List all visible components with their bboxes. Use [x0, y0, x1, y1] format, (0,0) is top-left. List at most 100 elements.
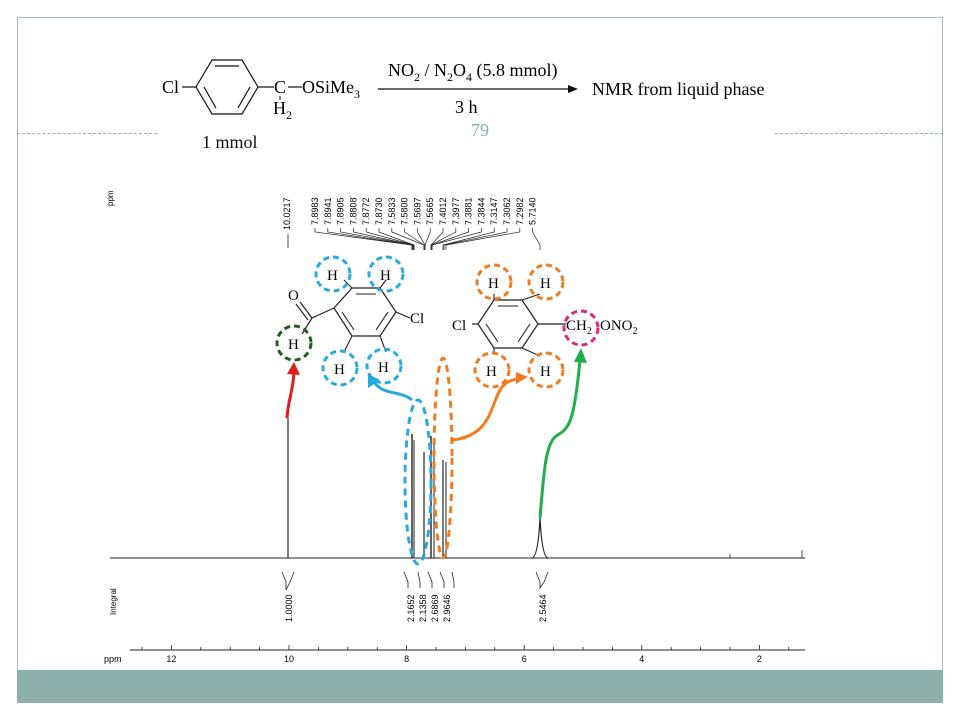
axis-tick-2: 2 — [757, 654, 762, 664]
spectrum-ppm-label: ppm — [106, 190, 115, 206]
peak-label-7-3844: 7.3844 — [476, 197, 486, 225]
axis-tick-8: 8 — [404, 654, 409, 664]
nitrate-h-circle-3 — [473, 351, 511, 389]
header-rule-left — [17, 133, 157, 134]
integral-value: 2.1652 — [406, 594, 416, 622]
reactant-amount: 1 mmol — [202, 132, 258, 152]
arrow-green — [538, 359, 582, 519]
peak-label-7-8941: 7.8941 — [323, 197, 333, 225]
ppm-axis-label: ppm — [104, 654, 122, 664]
axis-tick-4: 4 — [639, 654, 644, 664]
aromatic-h-circle-3 — [321, 349, 359, 387]
aromatic-h-circle-2 — [367, 255, 405, 293]
arrow-aldehyde — [285, 371, 296, 419]
peak-label-7-8730: 7.8730 — [374, 197, 384, 225]
blue-peak-highlight — [403, 398, 433, 566]
peak-label-7-3062: 7.3062 — [502, 197, 512, 225]
peak-leader-line — [327, 228, 413, 250]
peak-label-7-3977: 7.3977 — [451, 197, 461, 225]
axis-tick-12: 12 — [166, 654, 176, 664]
integral-value: 2.6869 — [430, 594, 440, 622]
reactant-osime-label: OSiMe3 — [302, 77, 360, 101]
integral-value: 2.9646 — [442, 594, 452, 622]
integral-brackets — [281, 571, 549, 591]
nitrate-h-circle-4 — [527, 351, 565, 389]
reactant-cl-label: Cl — [162, 77, 179, 97]
integral-label: Integral — [109, 588, 118, 615]
peak-leader-line — [424, 228, 431, 250]
aldehyde-structure: Cl O H H H H H — [275, 255, 424, 387]
peak-leader-lines — [314, 228, 541, 250]
peak-label-5-7140: 5.7140 — [528, 197, 538, 225]
nitrate-h-circle-1 — [475, 263, 513, 301]
aromatic-h-circle-4 — [365, 347, 403, 385]
peak-leader-line — [430, 228, 444, 250]
aromatic-h-label-4: H — [378, 360, 389, 376]
peak-leader-line — [340, 228, 414, 250]
peak-label-7-4012: 7.4012 — [438, 197, 448, 225]
nitrate-structure: Cl CH2 ONO2 H H H H — [452, 263, 638, 389]
peak-leader-line — [353, 228, 414, 250]
peak-label-7-8983: 7.8983 — [310, 197, 320, 225]
peak-leader-line — [431, 228, 469, 250]
peak-ch2 — [531, 517, 549, 559]
integral-value: 2.1358 — [418, 594, 428, 622]
footer-bar — [17, 670, 943, 703]
product-label: NMR from liquid phase — [592, 79, 765, 99]
reactant-h2-label: H2 — [273, 98, 292, 122]
peak-label-7-3881: 7.3881 — [464, 197, 474, 225]
nitrate-h-label-4: H — [540, 364, 551, 380]
peak-leader-line — [443, 228, 508, 250]
peak-label-7-5800: 7.5800 — [400, 197, 410, 225]
nitrate-ono2: ONO2 — [600, 318, 638, 337]
aromatic-h-label-2: H — [380, 268, 391, 284]
axis-tick-6: 6 — [522, 654, 527, 664]
aldehyde-h-label: H — [288, 337, 299, 353]
peak-leader-line — [532, 228, 541, 250]
integral-value: 1.0000 — [284, 594, 294, 622]
peak-label-10-0217: 10.0217 — [282, 197, 292, 230]
aromatic-h-circle-1 — [314, 255, 352, 293]
peak-leader-line — [378, 228, 415, 250]
reagent-label: NO2 / N2O4 (5.8 mmol) — [388, 60, 558, 84]
peak-leader-line — [391, 228, 425, 250]
nitrate-ch2: CH2 — [566, 318, 592, 337]
ppm-axis-ticks: 12 10 8 6 4 2 — [141, 645, 790, 664]
peak-leader-line — [430, 228, 457, 250]
peak-label-7-8905: 7.8905 — [336, 197, 346, 225]
reaction-time: 3 h — [455, 97, 478, 117]
peak-leader-line — [442, 228, 495, 250]
reactant-c-label: C — [274, 77, 286, 97]
nitrate-h-label-2: H — [540, 276, 551, 292]
aldehyde-cl: Cl — [410, 311, 424, 327]
peak-label-7-8772: 7.8772 — [361, 197, 371, 225]
peak-leader-line — [404, 228, 425, 250]
axis-tick-10: 10 — [284, 654, 294, 664]
peak-label-7-5697: 7.5697 — [412, 197, 422, 225]
aromatic-h-label-3: H — [334, 362, 345, 378]
peak-label-7-8808: 7.8808 — [348, 197, 358, 225]
page-number: 79 — [471, 120, 489, 140]
arrow-orange — [451, 376, 521, 442]
aldehyde-h-circle — [275, 324, 313, 362]
peak-leader-line — [431, 228, 482, 250]
peak-label-7-5833: 7.5833 — [387, 197, 397, 225]
arrow-blue — [372, 381, 413, 402]
peak-leader-line — [445, 228, 521, 250]
nitrate-h-circle-2 — [527, 263, 565, 301]
nitrate-h-label-3: H — [486, 364, 497, 380]
orange-peak-highlight — [432, 356, 454, 560]
ch2-circle — [562, 309, 600, 347]
header-rule-right — [775, 133, 943, 134]
peak-label-7-5665: 7.5665 — [425, 197, 435, 225]
peak-label-7-2982: 7.2982 — [515, 197, 525, 225]
aromatic-h-label-1: H — [327, 268, 338, 284]
aldehyde-o: O — [288, 288, 299, 304]
integral-value: 2.5464 — [538, 594, 548, 622]
nitrate-cl: Cl — [452, 318, 466, 334]
peak-label-7-3147: 7.3147 — [489, 197, 499, 225]
nitrate-h-label-1: H — [488, 276, 499, 292]
